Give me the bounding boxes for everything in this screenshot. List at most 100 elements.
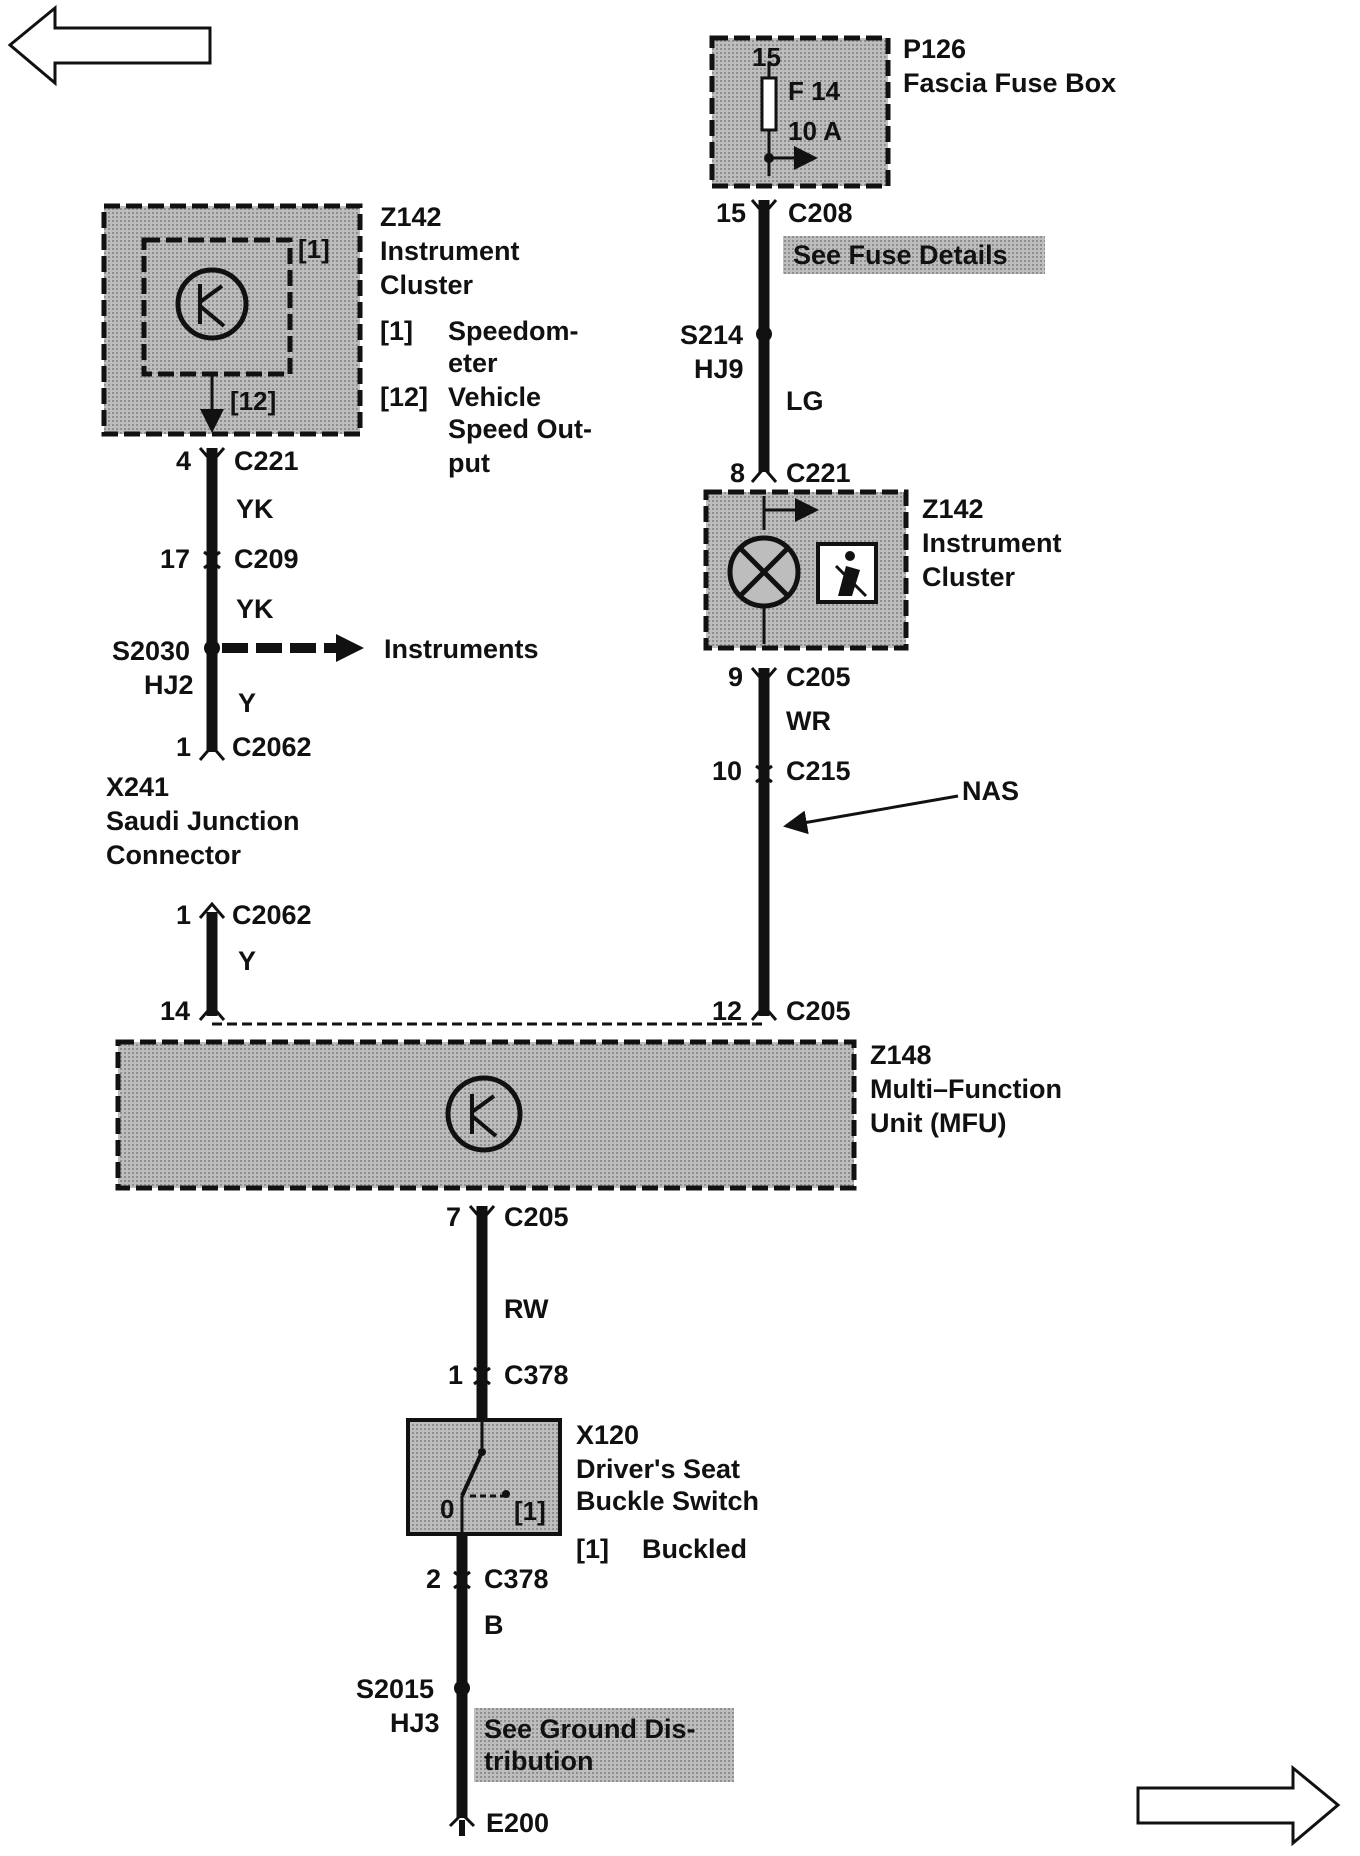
- c205-label-top: C205: [786, 662, 851, 692]
- ground-icon: [448, 1811, 476, 1836]
- cluster-lamp-id: Z142: [922, 494, 984, 524]
- inline-connector-c209: [203, 550, 221, 570]
- c215-pin: 10: [712, 756, 742, 786]
- fuse-box-name: Fascia Fuse Box: [903, 68, 1116, 98]
- mfu-transistor-icon: [445, 1075, 523, 1153]
- switch-legend-tag: [1]: [576, 1534, 609, 1564]
- switch-pos0: 0: [440, 1494, 454, 1524]
- s2015-label: S2015: [356, 1674, 434, 1704]
- c2062-top-pin: 1: [176, 732, 191, 762]
- splice-s2030: [204, 640, 220, 656]
- c205-pin7: 7: [446, 1202, 461, 1232]
- wire-yk1: YK: [236, 494, 274, 524]
- speedo-out-tag: [12]: [230, 386, 276, 416]
- speedo-cluster-name2: Cluster: [380, 270, 474, 300]
- c378-top-label: C378: [504, 1360, 569, 1390]
- c209-label: C209: [234, 544, 299, 574]
- c205-label-right: C205: [786, 996, 851, 1026]
- legend1-line2: eter: [448, 348, 498, 378]
- wire-yk2: YK: [236, 594, 274, 624]
- fuse-icon: [760, 76, 778, 132]
- s2030-loc: HJ2: [144, 670, 194, 700]
- switch-legend-text: Buckled: [642, 1534, 747, 1564]
- svg-text:See Ground Dis-: See Ground Dis-: [484, 1714, 696, 1744]
- see-fuse-details-note[interactable]: See Fuse Details: [783, 236, 1045, 274]
- c205-label-bottom: C205: [504, 1202, 569, 1232]
- instrument-cluster-lamp: [703, 489, 909, 651]
- legend2-line1: Vehicle: [448, 382, 541, 412]
- legend1-line1: Speedom-: [448, 316, 579, 346]
- fuse-box: 15 F 14 10 A: [709, 35, 891, 189]
- c209-pin: 17: [160, 544, 190, 574]
- wire-wr: WR: [786, 706, 831, 736]
- mfu-name2: Unit (MFU): [870, 1108, 1006, 1138]
- c208-pin: 15: [716, 198, 746, 228]
- c221-right-label: C221: [786, 458, 851, 488]
- c221-right-pin: 8: [730, 458, 745, 488]
- svg-text:See Fuse Details: See Fuse Details: [793, 240, 1008, 270]
- fuse-box-id: P126: [903, 34, 966, 64]
- speedometer-cluster: [1] [12]: [101, 203, 363, 437]
- c221-left-label: C221: [234, 446, 299, 476]
- switch-id: X120: [576, 1420, 639, 1450]
- switch-contact-icon: [460, 1451, 484, 1497]
- c2062-bottom-pin: 1: [176, 900, 191, 930]
- junction-name1: Saudi Junction: [106, 806, 300, 836]
- splice-s214: [756, 326, 772, 342]
- s2030-label: S2030: [112, 636, 190, 666]
- multi-function-unit: [115, 1039, 857, 1191]
- wire-y1: Y: [238, 688, 256, 718]
- s214-label: S214: [680, 320, 743, 350]
- s2015-loc: HJ3: [390, 1708, 440, 1738]
- c205-pin9: 9: [728, 662, 743, 692]
- wire-b: B: [484, 1610, 504, 1640]
- switch-name2: Buckle Switch: [576, 1486, 759, 1516]
- ground-id: E200: [486, 1808, 549, 1838]
- legend1-tag: [1]: [380, 316, 413, 346]
- inline-connector-c215: [755, 764, 773, 784]
- s214-loc: HJ9: [694, 354, 744, 384]
- instruments-branch[interactable]: Instruments: [384, 634, 539, 664]
- c221-left-pin: 4: [176, 446, 191, 476]
- nas-label: NAS: [962, 776, 1019, 806]
- branch-arrow-icon: [336, 634, 364, 662]
- cluster-lamp-name2: Cluster: [922, 562, 1016, 592]
- svg-text:tribution: tribution: [484, 1746, 593, 1776]
- switch-name1: Driver's Seat: [576, 1454, 740, 1484]
- transistor-icon: [175, 267, 249, 341]
- c208-label: C208: [788, 198, 853, 228]
- splice-s2015: [454, 1680, 470, 1696]
- speedo-cluster-id: Z142: [380, 202, 442, 232]
- legend2-line2: Speed Out-: [448, 414, 592, 444]
- junction-id: X241: [106, 772, 169, 802]
- mfu-id: Z148: [870, 1040, 932, 1070]
- fuse-number: F 14: [788, 76, 841, 106]
- inline-connector-c378-bottom: [453, 1570, 471, 1590]
- c2062-top-label: C2062: [232, 732, 312, 762]
- wire-rw: RW: [504, 1294, 549, 1324]
- mfu-pin14: 14: [160, 996, 190, 1026]
- switch-pos1: [1]: [514, 1496, 546, 1526]
- inline-connector-c378-top: [473, 1366, 491, 1386]
- buckle-switch: 0 [1]: [406, 1418, 562, 1536]
- c215-label: C215: [786, 756, 851, 786]
- wire-lg: LG: [786, 386, 824, 416]
- speedo-cluster-name1: Instrument: [380, 236, 520, 266]
- c205-pin12: 12: [712, 996, 742, 1026]
- c378-bottom-pin: 2: [426, 1564, 441, 1594]
- right-arrow-icon[interactable]: [1136, 1764, 1341, 1847]
- junction-name2: Connector: [106, 840, 241, 870]
- mfu-name1: Multi–Function: [870, 1074, 1062, 1104]
- c378-top-pin: 1: [448, 1360, 463, 1390]
- wire-y2: Y: [238, 946, 256, 976]
- c2062-bottom-label: C2062: [232, 900, 312, 930]
- speedo-inner-tag: [1]: [298, 234, 330, 264]
- c378-bottom-label: C378: [484, 1564, 549, 1594]
- left-arrow-icon[interactable]: [7, 4, 212, 87]
- fuse-pin: 15: [752, 42, 781, 72]
- see-ground-distribution-note[interactable]: See Ground Dis- tribution: [474, 1708, 734, 1782]
- seatbelt-icon: [816, 542, 878, 604]
- cluster-lamp-name1: Instrument: [922, 528, 1062, 558]
- legend2-line3: put: [448, 448, 490, 478]
